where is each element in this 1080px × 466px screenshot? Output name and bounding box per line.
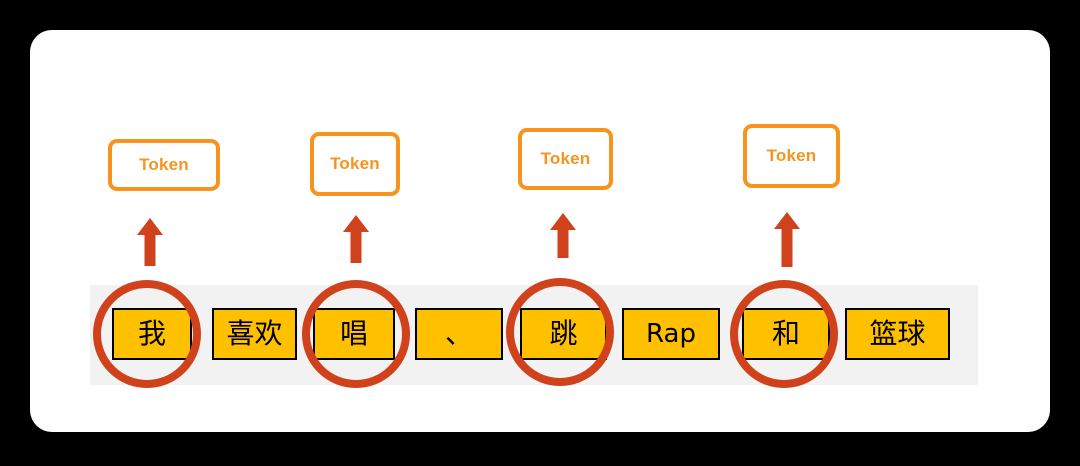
- token-box-3: Token: [518, 128, 613, 190]
- word-text: 篮球: [869, 317, 926, 350]
- word-text: Rap: [646, 319, 696, 349]
- highlight-circle: [730, 280, 838, 388]
- word-box: 喜欢: [212, 308, 297, 360]
- token-label: Token: [766, 146, 817, 165]
- arrow-up-icon: [137, 218, 163, 266]
- token-box-1: Token: [108, 139, 220, 191]
- word-text: 、: [444, 317, 473, 350]
- token-label: Token: [540, 149, 591, 168]
- token-box-4: Token: [743, 124, 840, 188]
- token-label: Token: [330, 154, 380, 173]
- arrow-up-icon: [550, 213, 576, 258]
- word-box: Rap: [622, 308, 720, 360]
- highlight-circle: [302, 280, 410, 388]
- word-box: 篮球: [845, 308, 950, 360]
- token-box-2: Token: [310, 132, 400, 196]
- word-box: 、: [415, 308, 503, 360]
- arrow-up-icon: [774, 212, 800, 267]
- word-text: 喜欢: [226, 317, 283, 350]
- highlight-circle: [93, 280, 201, 388]
- arrow-up-icon: [343, 215, 369, 263]
- highlight-circle: [506, 278, 614, 386]
- slide-panel: Token Token Token Token: [30, 30, 1050, 432]
- token-label: Token: [139, 155, 189, 174]
